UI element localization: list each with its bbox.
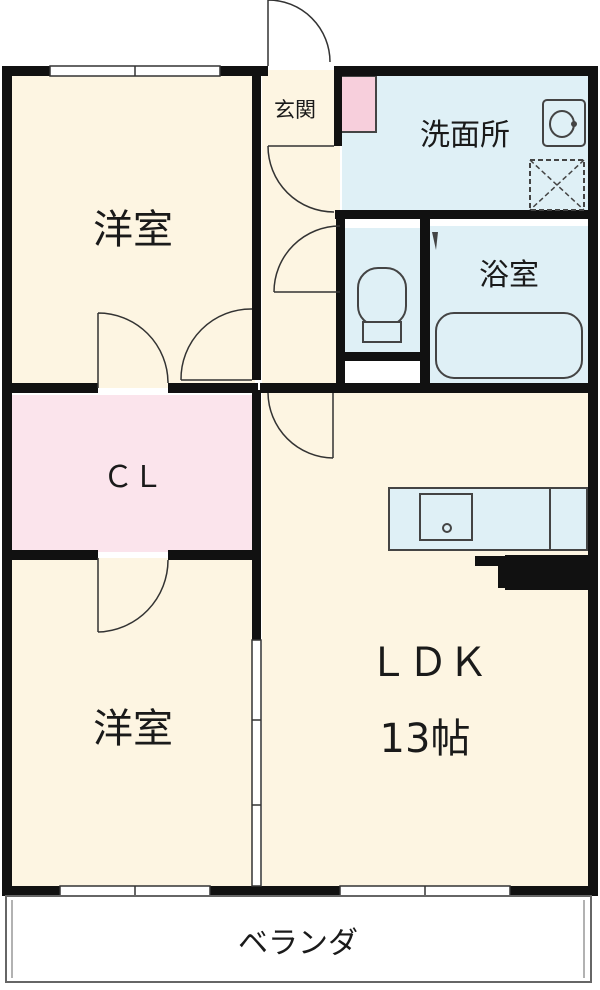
toilet-icon — [357, 267, 407, 343]
washing-machine-pan-icon — [529, 159, 585, 211]
veranda-area — [5, 895, 592, 983]
washroom-label: 洗面所 — [420, 118, 510, 153]
bathroom-label: 浴室 — [479, 258, 539, 293]
closet-floor — [12, 395, 252, 552]
bedroom-bottom-label: 洋室 — [93, 706, 173, 752]
ldk-size-label: 13帖 — [380, 716, 471, 762]
shoe-box — [339, 75, 377, 133]
sink-icon — [542, 99, 586, 147]
door-swing-icon — [97, 0, 341, 633]
closet-label: ＣＬ — [103, 460, 163, 495]
ldk-label: ＬＤＫ — [368, 640, 488, 686]
bedroom-bottom-floor — [8, 558, 255, 888]
bedroom-top-label: 洋室 — [93, 207, 173, 253]
entrance-label: 玄関 — [274, 98, 316, 122]
kitchen-counter-icon — [388, 487, 588, 551]
sliding-door — [251, 639, 262, 887]
bathtub-icon — [432, 232, 583, 379]
corridor-floor — [262, 70, 340, 388]
ldk-floor — [262, 392, 590, 888]
bedroom-top-floor — [8, 70, 255, 388]
veranda-label: ベランダ — [238, 926, 358, 961]
